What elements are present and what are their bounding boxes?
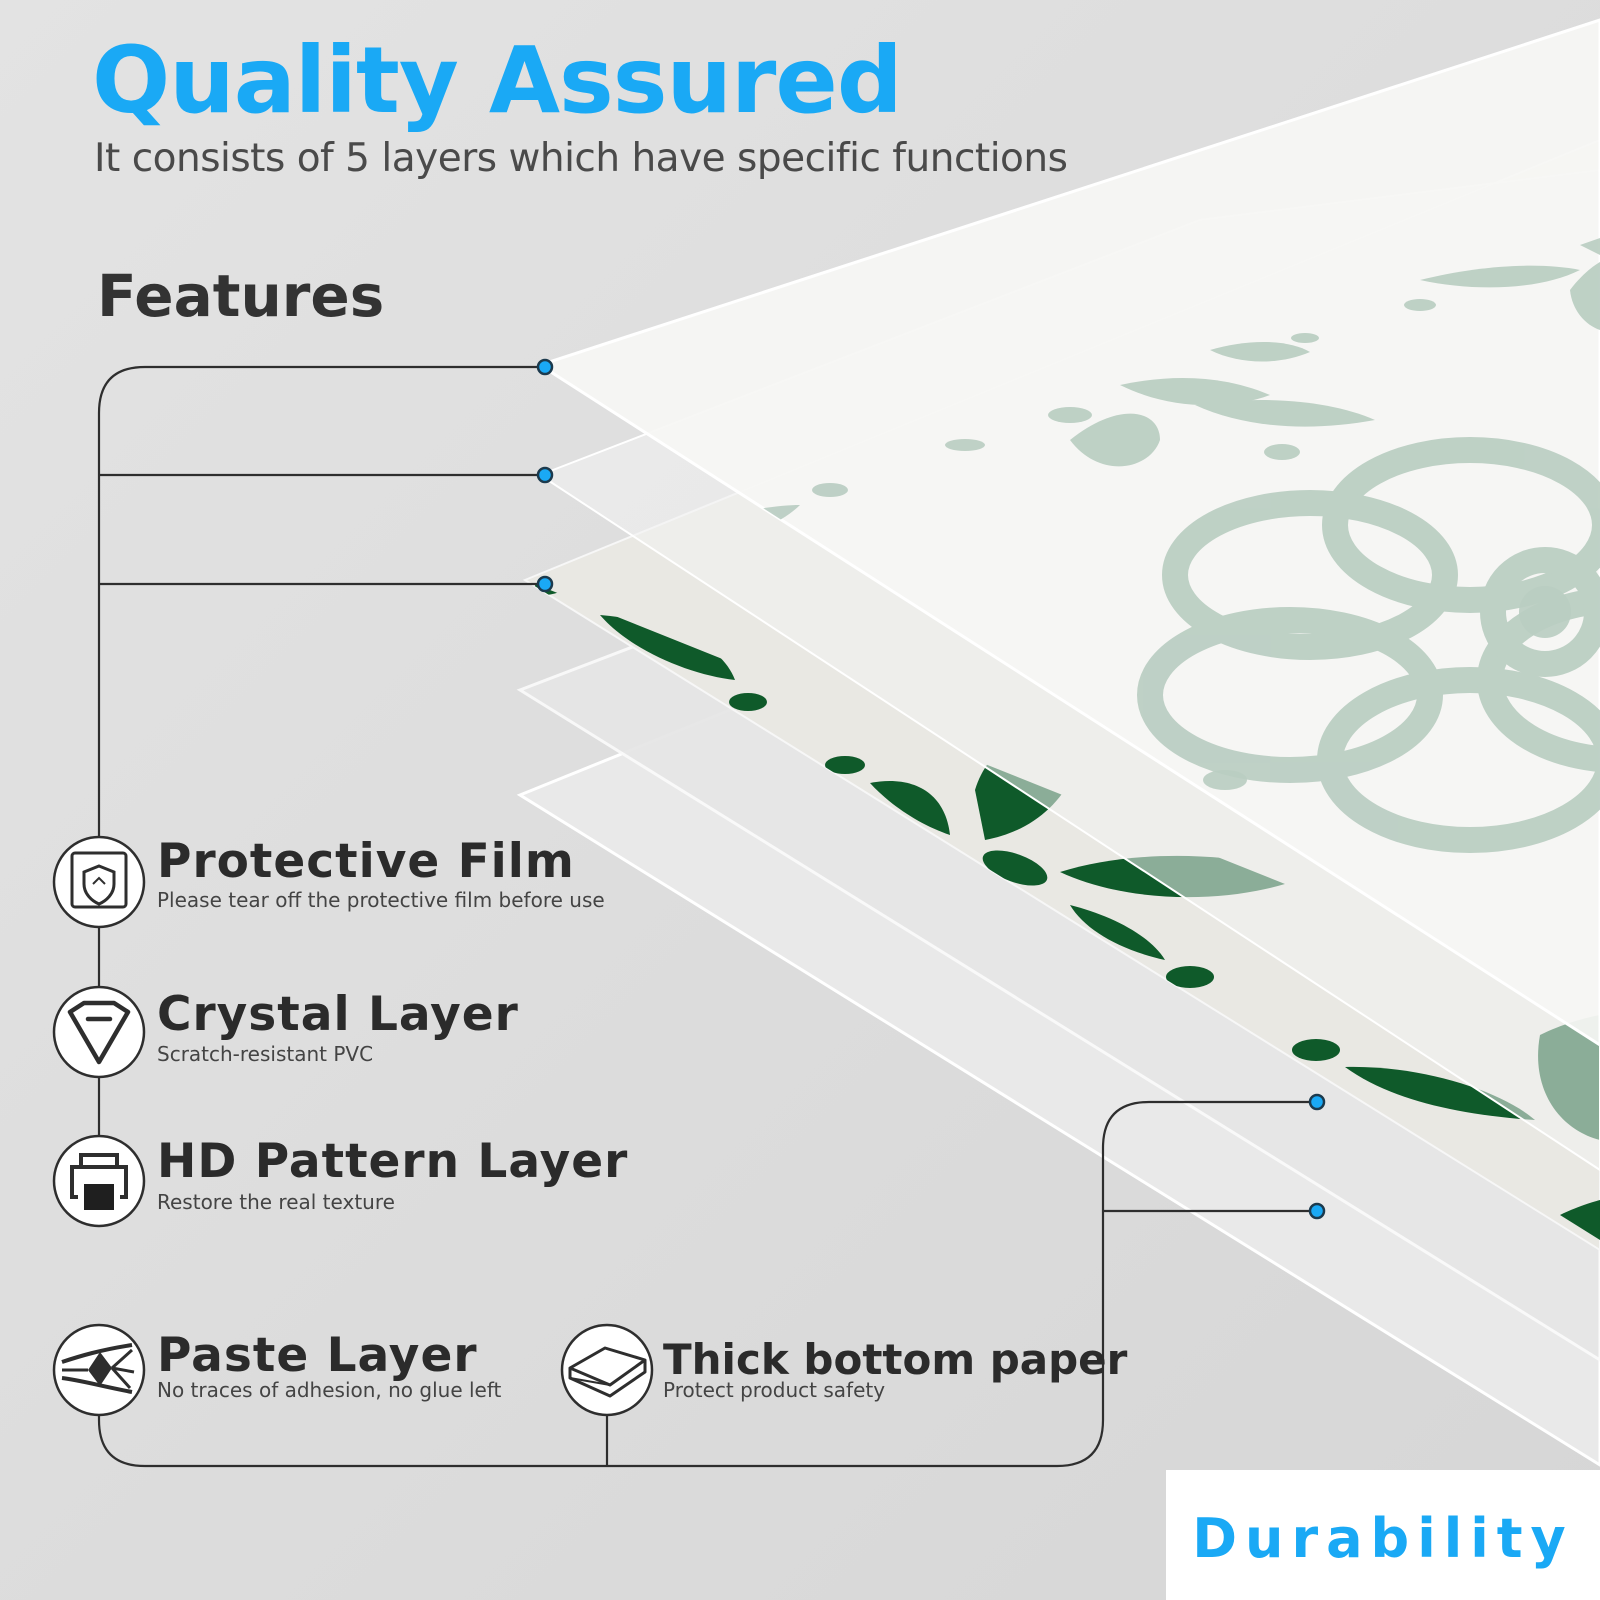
feature-title: HD Pattern Layer (157, 1134, 629, 1189)
connector-dot-protective-film (536, 358, 554, 376)
connector-dot-bottom-paper (1308, 1202, 1326, 1220)
feature-title: Crystal Layer (157, 987, 519, 1042)
feature-title: Protective Film (157, 834, 575, 889)
durability-label: Durability (1192, 1506, 1574, 1570)
connector-dot-paste-layer (1308, 1093, 1326, 1111)
feature-description: Please tear off the protective film befo… (157, 888, 605, 912)
page-subtitle: It consists of 5 layers which have speci… (94, 136, 1068, 181)
feature-description: Protect product safety (663, 1378, 886, 1402)
feature-description: No traces of adhesion, no glue left (157, 1378, 502, 1402)
adhesive-icon (52, 1323, 146, 1417)
connector-lines (97, 365, 1317, 1468)
connector-dot-hd-pattern-layer (536, 575, 554, 593)
paper-stack-icon (560, 1323, 654, 1417)
feature-title: Thick bottom paper (663, 1335, 1128, 1384)
diamond-icon (52, 985, 146, 1079)
page-title: Quality Assured (92, 27, 903, 134)
feature-description: Restore the real texture (157, 1190, 395, 1214)
features-heading: Features (97, 262, 385, 330)
printer-icon (52, 1134, 146, 1228)
durability-badge: Durability (1166, 1470, 1600, 1600)
shield-icon (52, 835, 146, 929)
feature-description: Scratch-resistant PVC (157, 1042, 374, 1066)
connector-dot-crystal-layer (536, 466, 554, 484)
protective-film-sheet (536, 18, 1600, 1047)
feature-title: Paste Layer (157, 1328, 478, 1383)
